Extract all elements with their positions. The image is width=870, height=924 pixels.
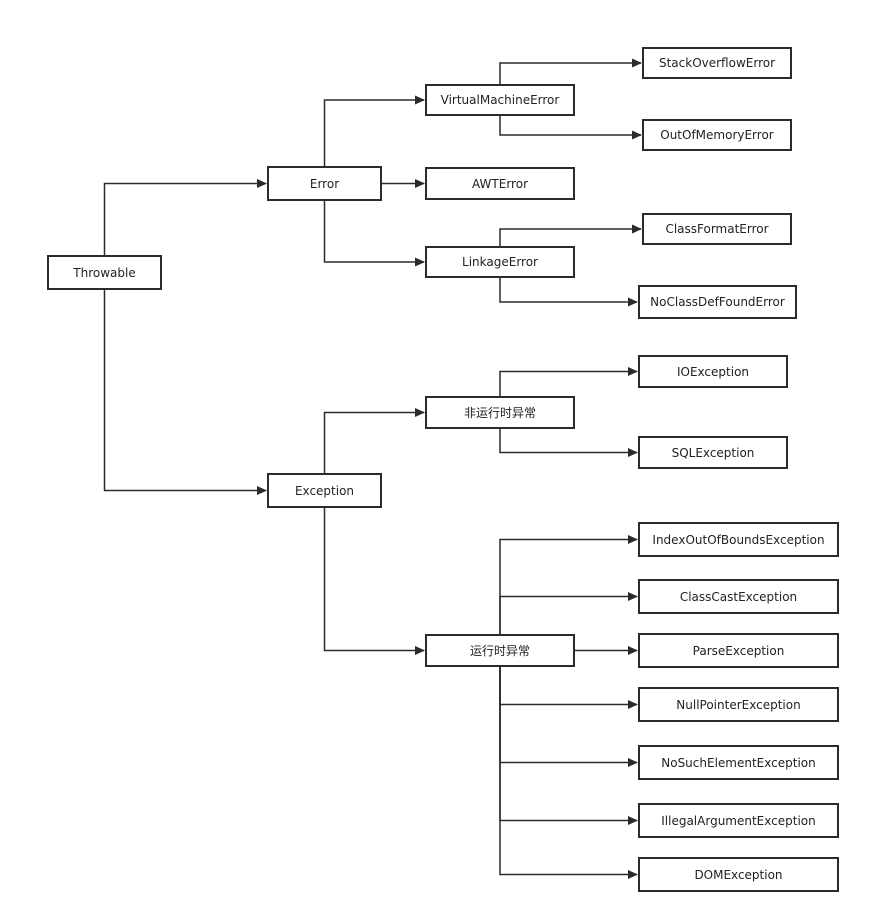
node-exception: Exception <box>267 473 382 508</box>
node-parse-exception: ParseException <box>638 633 839 668</box>
node-illegal-argument-exception: IllegalArgumentException <box>638 803 839 838</box>
node-stack-overflow-error: StackOverflowError <box>642 47 792 79</box>
node-class-format-error: ClassFormatError <box>642 213 792 245</box>
node-virtual-machine-error: VirtualMachineError <box>425 84 575 116</box>
edge-vm_error-to-out_of_memory <box>499 116 642 140</box>
edge-runtime-to-dom <box>499 667 638 879</box>
edge-error-to-linkage_error <box>323 201 425 267</box>
node-awt-error: AWTError <box>425 167 575 200</box>
edge-throwable-to-error <box>103 179 267 255</box>
node-no-such-element-exception: NoSuchElementException <box>638 745 839 780</box>
node-error: Error <box>267 166 382 201</box>
edge-vm_error-to-stack_overflow <box>499 58 642 84</box>
node-io-exception: IOException <box>638 355 788 388</box>
edge-runtime-to-no_such_element <box>499 667 638 767</box>
edge-throwable-to-exception <box>103 290 267 495</box>
node-out-of-memory-error: OutOfMemoryError <box>642 119 792 151</box>
edge-runtime-to-illegal_argument <box>499 667 638 825</box>
edge-linkage_error-to-class_format <box>499 224 642 246</box>
node-checked-exception: 非运行时异常 <box>425 396 575 429</box>
node-null-pointer-exception: NullPointerException <box>638 687 839 722</box>
node-throwable: Throwable <box>47 255 162 290</box>
edge-linkage_error-to-no_class_def <box>499 278 638 307</box>
node-index-out-of-bounds-exception: IndexOutOfBoundsException <box>638 522 839 557</box>
edge-exception-to-checked <box>323 408 425 473</box>
node-dom-exception: DOMException <box>638 857 839 892</box>
edge-runtime-to-null_pointer <box>499 667 638 709</box>
edge-runtime-to-class_cast <box>499 592 638 634</box>
node-sql-exception: SQLException <box>638 436 788 469</box>
node-no-class-def-found-error: NoClassDefFoundError <box>638 285 797 319</box>
node-linkage-error: LinkageError <box>425 246 575 278</box>
edge-runtime-to-index_out_of_bounds <box>499 535 638 634</box>
edge-error-to-vm_error <box>323 95 425 166</box>
edge-exception-to-runtime <box>323 508 425 655</box>
edge-checked-to-io_exception <box>499 367 638 396</box>
node-runtime-exception: 运行时异常 <box>425 634 575 667</box>
edge-checked-to-sql_exception <box>499 429 638 457</box>
node-class-cast-exception: ClassCastException <box>638 579 839 614</box>
